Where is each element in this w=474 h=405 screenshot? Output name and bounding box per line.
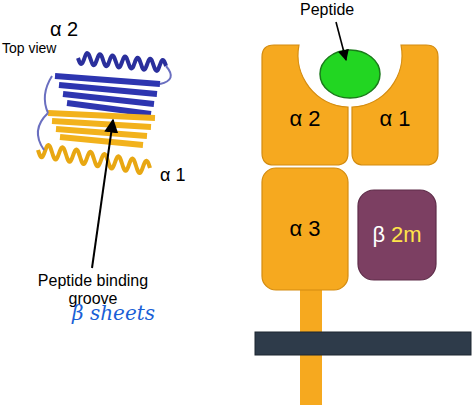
ribbon-structure (38, 53, 171, 173)
alpha-helix (38, 145, 150, 173)
beta-strand (60, 137, 143, 145)
domain-label: α 3 (289, 216, 320, 242)
handwritten-note: β sheets (72, 302, 155, 325)
domain-label: α 2 (289, 106, 320, 132)
alpha1-domain: α 1 (352, 45, 438, 165)
alpha3-domain: α 3 (262, 168, 348, 290)
beta-strand (48, 113, 155, 118)
peptide-label: Peptide (300, 1, 354, 19)
alpha2-domain: α 2 (262, 45, 348, 165)
domain-label: α 2 (50, 18, 78, 41)
peptide-ellipse (320, 50, 380, 98)
leader-arrow (336, 22, 346, 60)
beta-strand (55, 76, 160, 84)
beta2m-domain: β2m (358, 190, 436, 280)
domain-shape (352, 45, 438, 165)
domain-label: 2m (391, 222, 422, 248)
loop (38, 66, 171, 150)
domain-shape (262, 45, 348, 165)
beta-strand (52, 121, 151, 127)
domain-label: α 1 (160, 165, 185, 186)
domain-label: α 1 (379, 106, 410, 132)
alpha-helix (78, 53, 166, 71)
leader-arrow (92, 120, 113, 268)
view-label: Top view (2, 40, 56, 56)
domain-label: β (372, 222, 385, 248)
cell-membrane (255, 332, 471, 355)
